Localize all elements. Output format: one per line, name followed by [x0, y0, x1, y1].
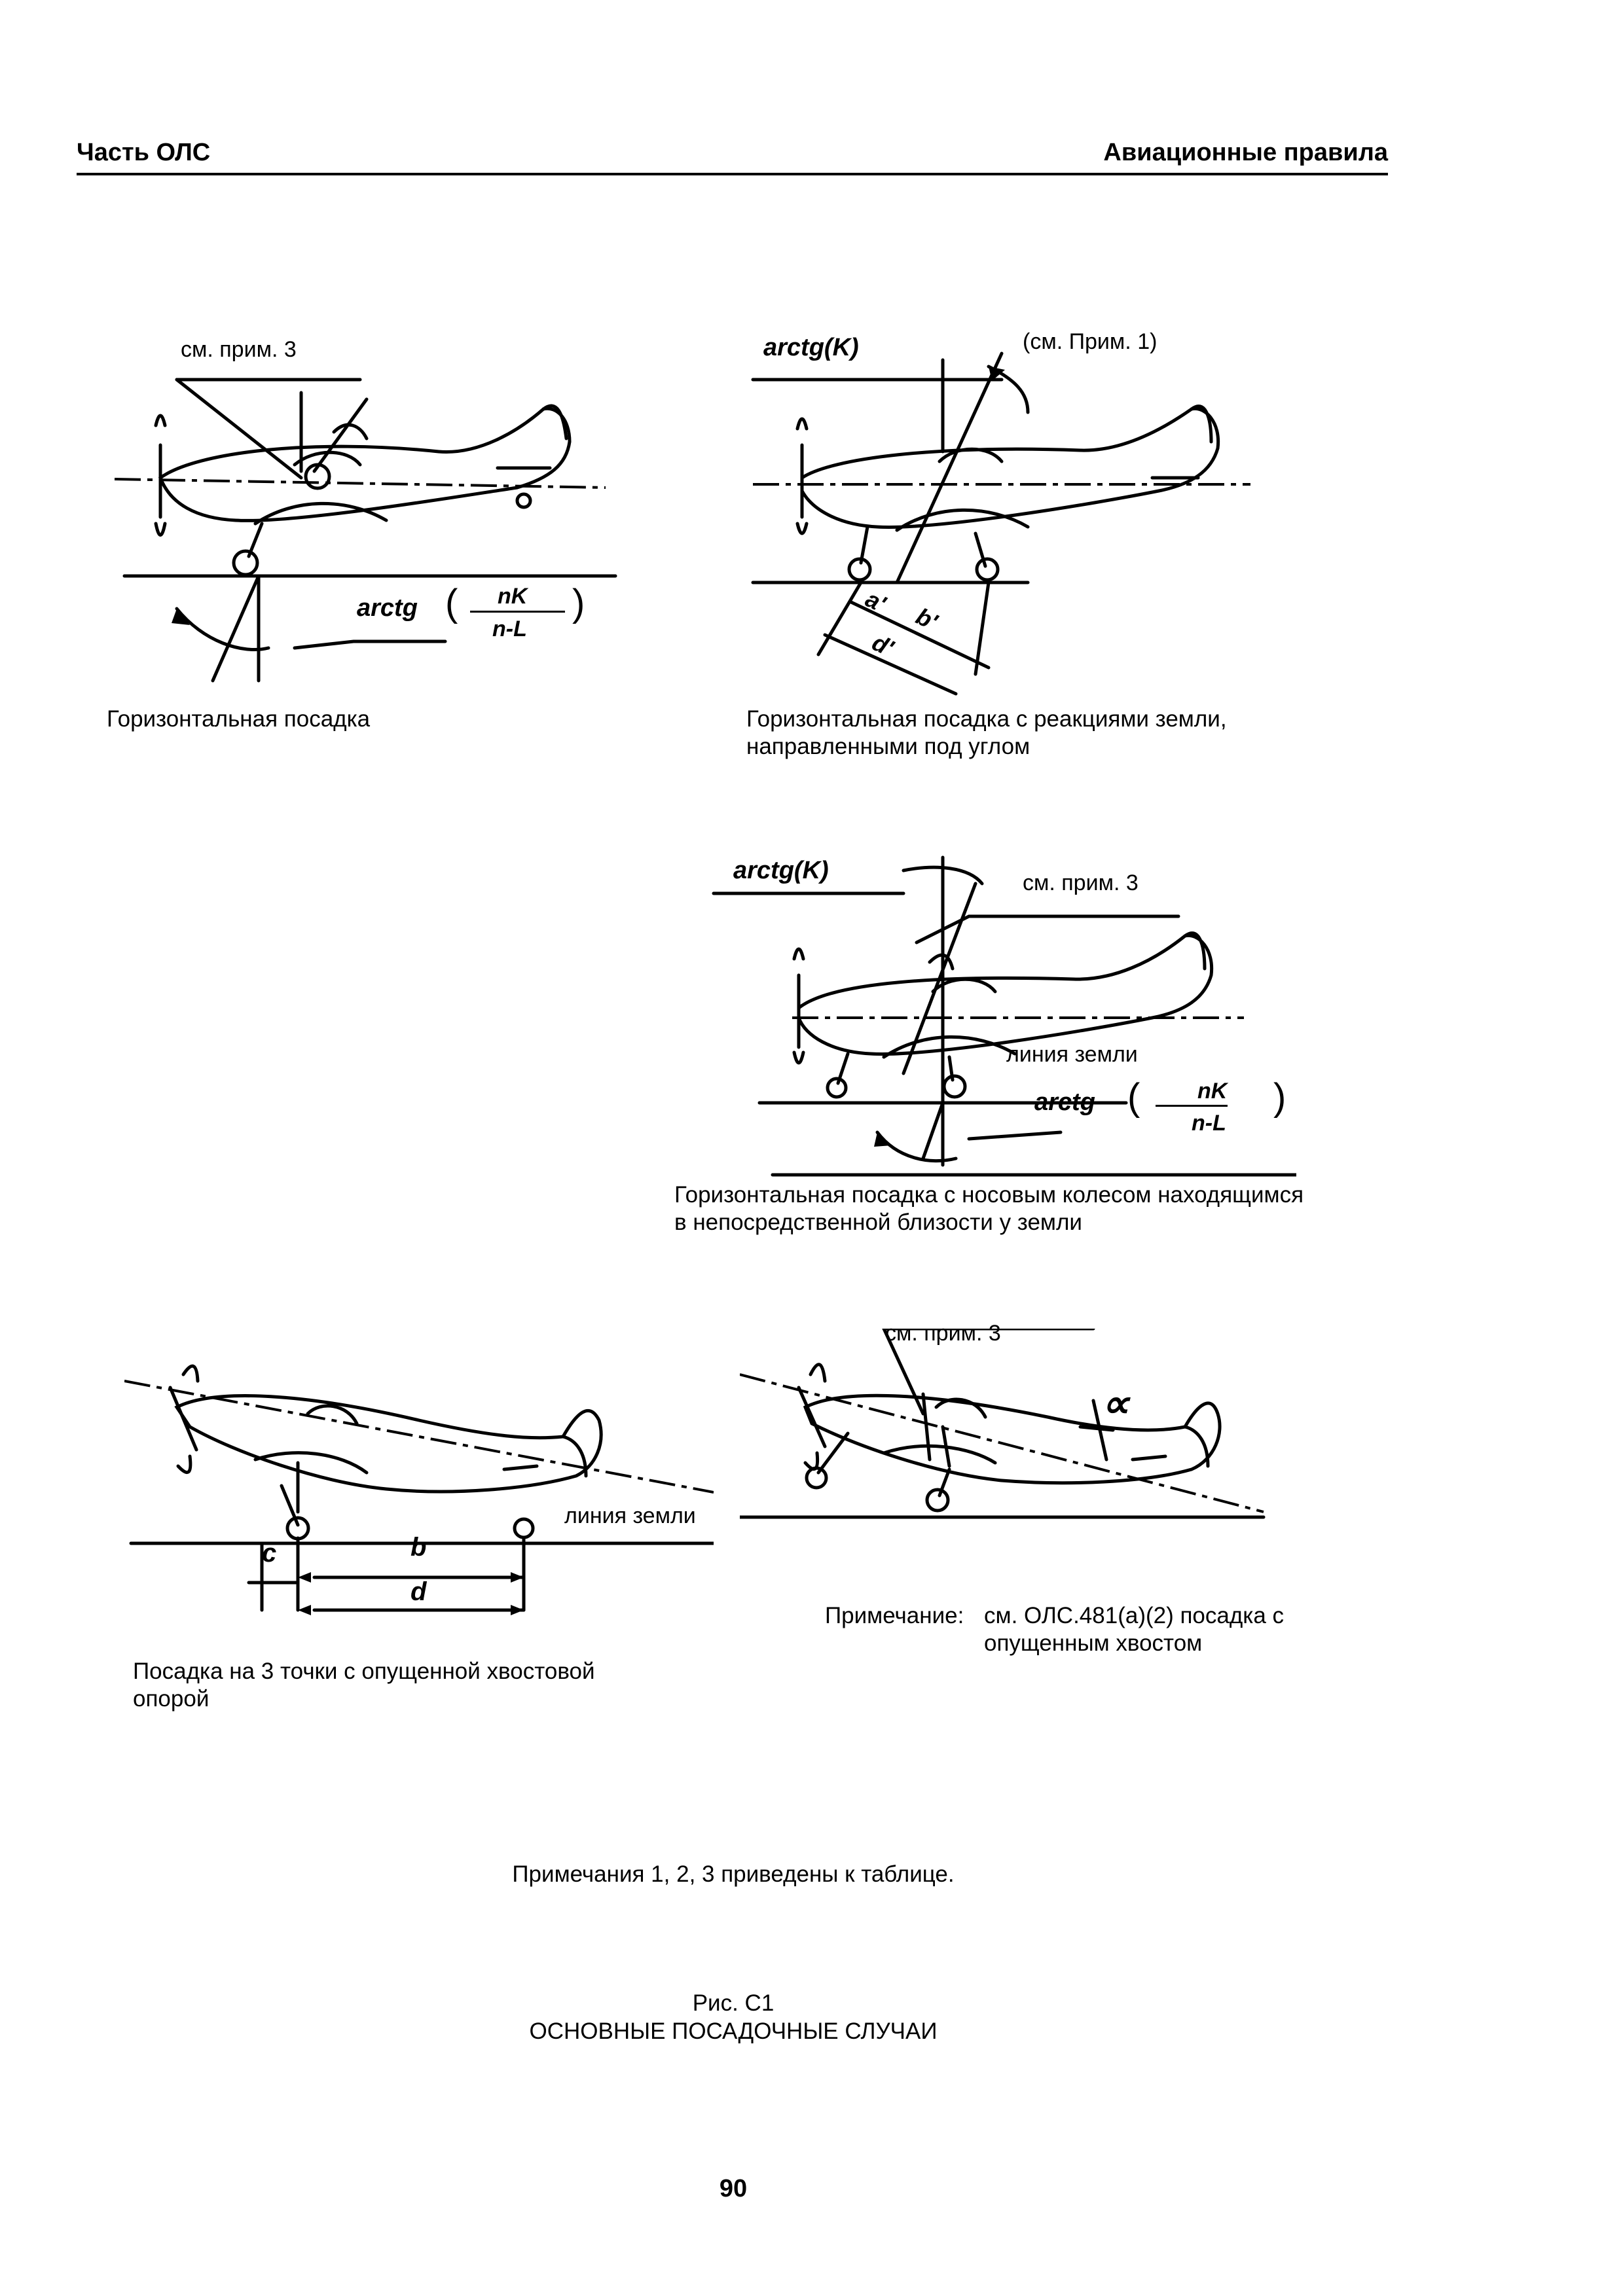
fig4-dim-c-label: c — [262, 1539, 277, 1568]
fig3-ground-label: линия земли — [1006, 1042, 1138, 1067]
fig1-formula-close-paren: ) — [572, 582, 585, 624]
fig5-remark-line1: см. ОЛС.481(a)(2) посадка с — [984, 1603, 1285, 1628]
fig5-remark-line2: опущенным хвостом — [984, 1630, 1203, 1656]
fig2-caption-line1: Горизонтальная посадка с реакциями земли… — [746, 706, 1227, 732]
fig5-note-label: см. прим. 3 — [885, 1321, 1001, 1346]
figure-title: ОСНОВНЫЕ ПОСАДОЧНЫЕ СЛУЧАИ — [529, 2018, 938, 2044]
fig2-caption-line2: направленными под углом — [746, 734, 1030, 759]
figure-three-point-landing — [124, 1364, 714, 1615]
fig4-ground-label: линия земли — [564, 1503, 696, 1528]
fig1-formula-function: arctg — [357, 594, 418, 622]
fig2-formula: arctg(K) — [763, 334, 859, 361]
fig1-formula-fraction-bar — [470, 611, 565, 613]
fig3-formula-close-paren: ) — [1273, 1076, 1286, 1119]
fig4-caption-line2: опорой — [133, 1686, 210, 1712]
fig1-caption: Горизонтальная посадка — [107, 706, 371, 732]
figure-inclined-reactions — [751, 351, 1250, 696]
header-section-title: Часть ОЛС — [77, 139, 211, 166]
fig3-formula-open-paren: ( — [1127, 1076, 1140, 1119]
fig4-dim-b-label: b — [410, 1533, 427, 1562]
figure-tail-down-landing — [740, 1329, 1266, 1519]
fig3-formula-denominator: n-L — [1192, 1111, 1226, 1136]
fig1-formula-denominator: n-L — [492, 617, 527, 641]
figure-number: Рис. С1 — [692, 1990, 775, 2016]
fig5-remark-label: Примечание: — [825, 1603, 964, 1628]
page-number: 90 — [719, 2175, 748, 2202]
fig2-note-label: (см. Прим. 1) — [1023, 329, 1158, 354]
fig3-caption-line1: Горизонтальная посадка с носовым колесом… — [674, 1182, 1304, 1208]
fig1-note-label: см. прим. 3 — [181, 337, 297, 362]
fig4-caption-line1: Посадка на 3 точки с опущенной хвостовой — [133, 1659, 595, 1684]
fig3-note-label: см. прим. 3 — [1023, 870, 1139, 895]
fig3-formula: arctg(K) — [733, 857, 829, 884]
fig1-formula-numerator: nK — [498, 584, 528, 609]
figure-nosewheel-near-ground — [712, 855, 1296, 1177]
header-rule — [77, 173, 1388, 175]
fig3-formula-fraction-bar — [1156, 1105, 1228, 1107]
header-document-title: Авиационные правила — [1103, 139, 1388, 166]
fig3-caption-line2: в непосредственной близости у земли — [674, 1210, 1082, 1235]
fig3-formula-function: arctg — [1034, 1088, 1095, 1116]
fig4-dim-d-label: d — [410, 1577, 427, 1606]
figure-horizontal-landing — [114, 378, 617, 683]
notes-line: Примечания 1, 2, 3 приведены к таблице. — [512, 1861, 955, 1887]
fig5-alpha-label: ∝ — [1101, 1382, 1129, 1426]
fig1-formula-open-paren: ( — [445, 582, 458, 624]
fig3-formula-numerator: nK — [1197, 1079, 1228, 1103]
